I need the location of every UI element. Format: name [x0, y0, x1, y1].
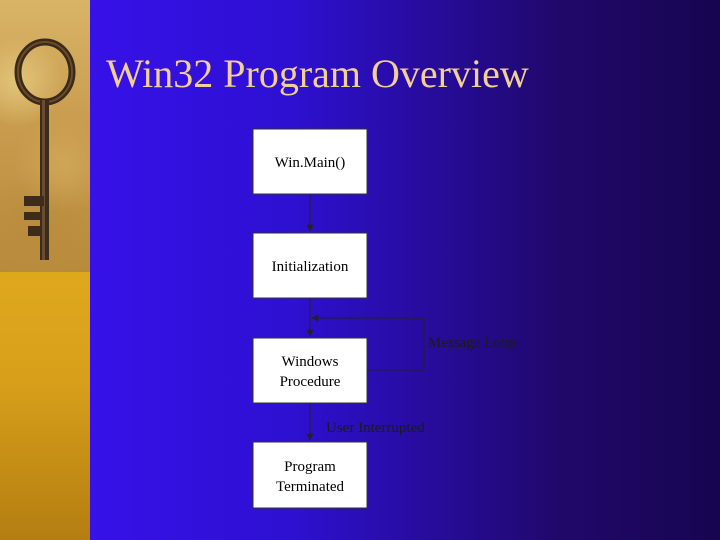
node-windows-procedure: Windows Procedure [252, 337, 368, 404]
slide-title: Win32 Program Overview [106, 51, 529, 96]
node-winmain-label: Win.Main() [275, 155, 346, 171]
key-photo [0, 0, 90, 272]
node-winmain: Win.Main() [252, 128, 368, 195]
node-windows-procedure-line1: Windows [282, 354, 339, 370]
node-windows-procedure-line2: Procedure [280, 374, 341, 390]
edge-message-loop [311, 314, 425, 371]
node-program-terminated: Program Terminated [252, 441, 368, 509]
key-icon [14, 38, 76, 260]
node-program-terminated-line1: Program [284, 459, 336, 475]
node-initialization-label: Initialization [272, 259, 349, 275]
node-initialization: Initialization [252, 232, 368, 299]
edge-message-loop-label: Message Loop [428, 335, 516, 351]
edge-user-interrupted-label: User Interrupted [326, 420, 425, 436]
node-program-terminated-line2: Terminated [276, 479, 345, 495]
